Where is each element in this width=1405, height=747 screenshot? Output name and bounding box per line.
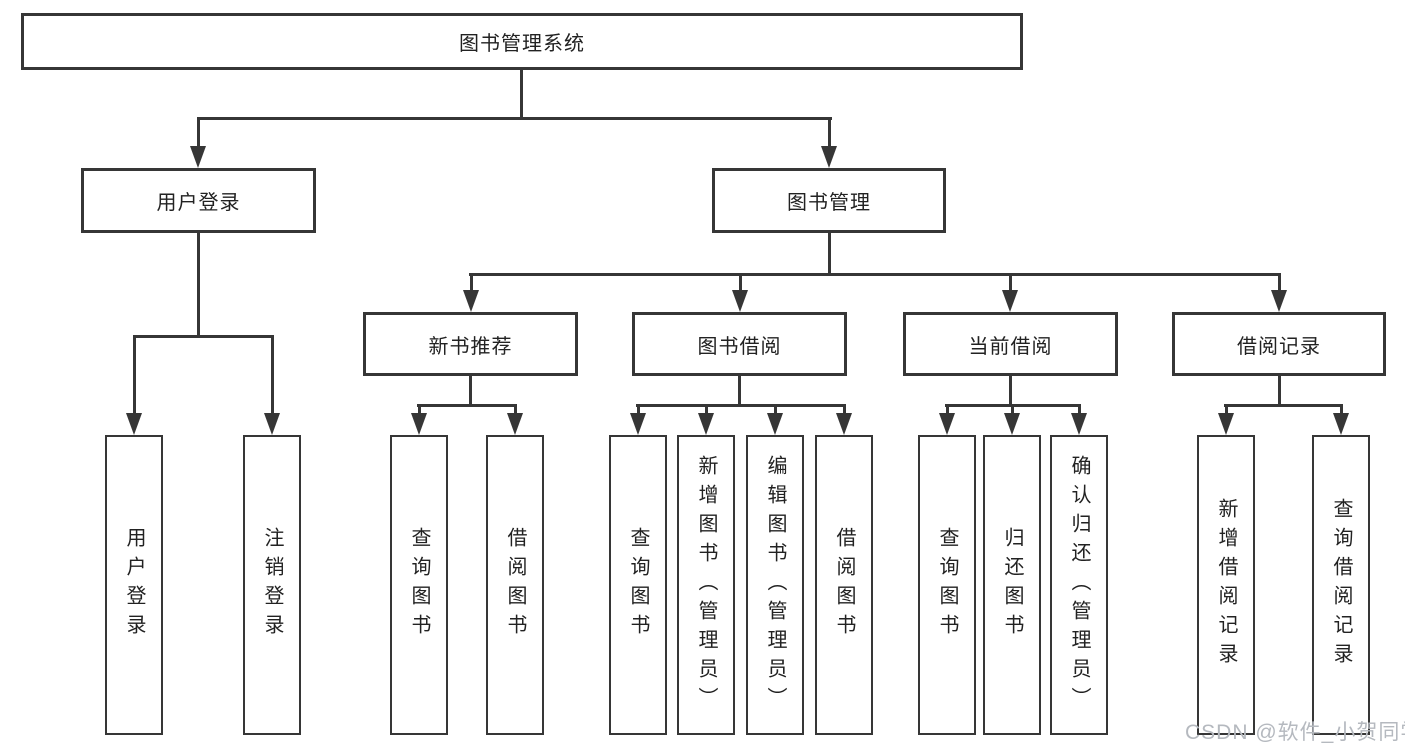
leaf-query-books-recommend: 查询图书 (390, 435, 448, 735)
leaf-borrow-books-recommend-label: 借阅图书 (504, 527, 526, 643)
leaf-query-books-current: 查询图书 (918, 435, 976, 735)
connector-line (418, 404, 421, 415)
arrow-down-icon (698, 413, 714, 435)
node-user-login: 用户登录 (81, 168, 316, 233)
leaf-query-borrow-record: 查询借阅记录 (1312, 435, 1370, 735)
arrow-down-icon (1004, 413, 1020, 435)
leaf-add-book-admin-label: 新增图书（管理员） (695, 454, 717, 716)
arrow-down-icon (732, 290, 748, 312)
arrow-down-icon (630, 413, 646, 435)
arrow-down-icon (1002, 290, 1018, 312)
leaf-query-books-borrowing: 查询图书 (609, 435, 667, 735)
node-book-borrowing: 图书借阅 (632, 312, 847, 376)
leaf-edit-book-admin: 编辑图书（管理员） (746, 435, 804, 735)
connector-line (469, 376, 472, 406)
node-borrowing-records-label: 借阅记录 (1237, 335, 1321, 358)
connector-line (705, 404, 708, 415)
connector-line (946, 404, 949, 415)
connector-line (1009, 376, 1012, 406)
connector-line (1078, 404, 1081, 415)
connector-line (520, 69, 523, 118)
node-new-book-recommend-label: 新书推荐 (428, 335, 513, 358)
leaf-edit-book-admin-label: 编辑图书（管理员） (764, 454, 786, 716)
leaf-confirm-return-admin: 确认归还（管理员） (1050, 435, 1108, 735)
arrow-down-icon (1218, 413, 1234, 435)
leaf-user-login: 用户登录 (105, 435, 163, 735)
arrow-down-icon (126, 413, 142, 435)
node-current-borrowing-label: 当前借阅 (968, 335, 1053, 358)
connector-line (1225, 404, 1228, 415)
leaf-query-borrow-record-label: 查询借阅记录 (1330, 498, 1352, 672)
arrow-down-icon (1333, 413, 1349, 435)
leaf-add-borrow-record: 新增借阅记录 (1197, 435, 1255, 735)
connector-line (1009, 273, 1012, 293)
connector-line (197, 117, 200, 149)
connector-line (1278, 376, 1281, 406)
connector-line (1278, 273, 1281, 293)
connector-line (738, 376, 741, 406)
leaf-logout: 注销登录 (243, 435, 301, 735)
connector-line (774, 404, 777, 415)
arrow-down-icon (1271, 290, 1287, 312)
connector-line (417, 404, 517, 407)
leaf-confirm-return-admin-label: 确认归还（管理员） (1068, 454, 1090, 716)
connector-line (197, 233, 200, 337)
leaf-borrow-books-borrowing-label: 借阅图书 (833, 527, 855, 643)
connector-line (636, 404, 846, 407)
node-book-borrowing-label: 图书借阅 (697, 335, 782, 358)
node-root: 图书管理系统 (21, 13, 1023, 70)
connector-line (514, 404, 517, 415)
connector-line (637, 404, 640, 415)
leaf-borrow-books-borrowing: 借阅图书 (815, 435, 873, 735)
node-borrowing-records: 借阅记录 (1172, 312, 1386, 376)
leaf-add-book-admin: 新增图书（管理员） (677, 435, 735, 735)
leaf-query-books-current-label: 查询图书 (936, 527, 958, 643)
leaf-add-borrow-record-label: 新增借阅记录 (1215, 498, 1237, 672)
connector-line (1011, 404, 1014, 415)
leaf-user-login-label: 用户登录 (123, 527, 145, 643)
arrow-down-icon (836, 413, 852, 435)
arrow-down-icon (264, 413, 280, 435)
arrow-down-icon (463, 290, 479, 312)
connector-line (271, 335, 274, 415)
leaf-borrow-books-recommend: 借阅图书 (486, 435, 544, 735)
connector-line (843, 404, 846, 415)
arrow-down-icon (767, 413, 783, 435)
connector-line (1340, 404, 1343, 415)
connector-line (828, 117, 831, 149)
node-user-login-label: 用户登录 (156, 192, 241, 214)
arrow-down-icon (939, 413, 955, 435)
connector-line (1224, 404, 1343, 407)
node-root-label: 图书管理系统 (459, 33, 585, 55)
leaf-logout-label: 注销登录 (261, 527, 283, 643)
leaf-return-book-label: 归还图书 (1001, 527, 1023, 643)
arrow-down-icon (507, 413, 523, 435)
connector-line (469, 273, 1281, 276)
node-current-borrowing: 当前借阅 (903, 312, 1118, 376)
connector-line (133, 335, 274, 338)
leaf-query-books-borrowing-label: 查询图书 (627, 527, 649, 643)
connector-line (739, 273, 742, 293)
node-book-management: 图书管理 (712, 168, 946, 233)
connector-line (828, 233, 831, 275)
arrow-down-icon (821, 146, 837, 168)
arrow-down-icon (411, 413, 427, 435)
csdn-watermark: CSDN @软件_小贺同学 (1185, 721, 1405, 744)
node-new-book-recommend: 新书推荐 (363, 312, 578, 376)
node-book-management-label: 图书管理 (787, 192, 871, 214)
connector-line (133, 335, 136, 415)
connector-line (197, 117, 832, 120)
connector-line (470, 273, 473, 293)
arrow-down-icon (190, 146, 206, 168)
arrow-down-icon (1071, 413, 1087, 435)
leaf-return-book: 归还图书 (983, 435, 1041, 735)
leaf-query-books-recommend-label: 查询图书 (408, 527, 430, 643)
